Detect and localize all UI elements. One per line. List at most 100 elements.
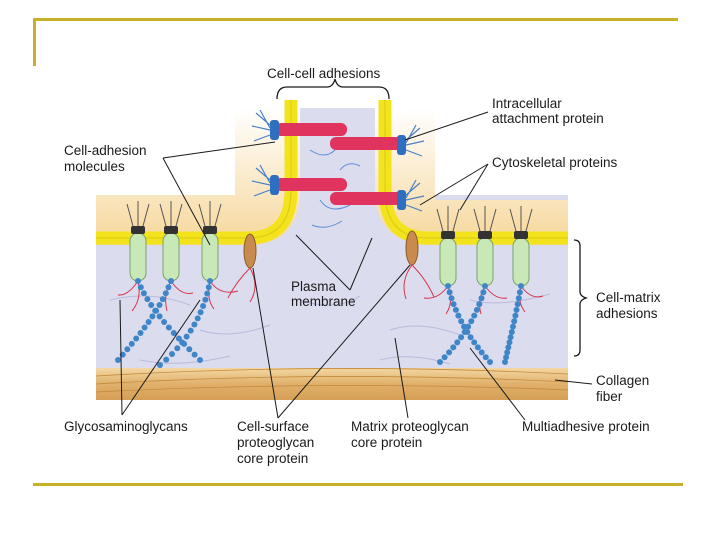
- gag-bead: [128, 340, 135, 347]
- label-cell-adhesion-molecules-1: Cell-adhesion: [64, 143, 147, 158]
- gag-bead: [504, 349, 511, 356]
- gag-bead: [191, 321, 198, 328]
- gag-bead: [445, 283, 451, 289]
- gag-bead: [168, 278, 174, 284]
- gag-bead: [458, 318, 465, 325]
- gag-bead: [169, 351, 175, 357]
- gag-bead: [135, 278, 141, 284]
- gag-bead: [163, 356, 170, 363]
- gag-bead: [156, 302, 163, 308]
- gag-bead: [450, 344, 457, 351]
- gag-bead: [518, 283, 524, 289]
- gag-bead: [514, 301, 521, 308]
- cell-matrix-integrins-right: [436, 206, 533, 287]
- gag-bead: [487, 359, 493, 365]
- gag-bead: [159, 296, 166, 303]
- gag-bead: [511, 318, 518, 325]
- gag-bead: [191, 351, 198, 358]
- gag-bead: [508, 329, 515, 335]
- gag-bead: [473, 306, 480, 313]
- gag-bead: [207, 278, 213, 284]
- label-multiadhesive-protein: Multiadhesive protein: [522, 419, 650, 434]
- gag-bead: [140, 290, 147, 297]
- gag-bead: [446, 289, 453, 296]
- gag-bead: [183, 333, 190, 340]
- gag-bead: [465, 323, 472, 330]
- gag-bead: [204, 290, 211, 297]
- gag-bead: [448, 295, 455, 302]
- gag-bead: [476, 301, 483, 308]
- gag-bead: [165, 284, 172, 291]
- frame-bottom-line: [33, 483, 683, 486]
- label-cell-matrix-adhesions-2: adhesions: [596, 306, 658, 321]
- gag-bead: [512, 312, 519, 319]
- gag-bead: [474, 344, 481, 351]
- gag-bead: [478, 295, 485, 302]
- gag-bead: [515, 295, 522, 302]
- gag-bead: [458, 334, 465, 341]
- gag-bead: [482, 283, 488, 289]
- gag-bead: [502, 359, 508, 365]
- frame-left-line: [33, 18, 36, 66]
- label-plasma-membrane-1: Plasma: [291, 279, 337, 294]
- frame-top-line: [33, 18, 678, 21]
- gag-bead: [452, 306, 459, 313]
- gag-bead: [507, 334, 514, 341]
- gag-bead: [455, 312, 462, 319]
- gag-bead: [179, 339, 186, 346]
- gag-bead: [441, 354, 448, 361]
- label-cell-surface-proteoglycan-3: core protein: [237, 451, 309, 466]
- left-cell-cytoplasm: [96, 108, 300, 245]
- intercellular-fibers: [309, 149, 361, 228]
- gag-bead: [187, 327, 194, 334]
- gag-bead: [482, 354, 489, 361]
- gag-bead: [437, 359, 443, 365]
- gag-bead: [197, 357, 203, 363]
- label-cytoskeletal-proteins: Cytoskeletal proteins: [492, 155, 618, 170]
- gag-bead: [446, 349, 453, 356]
- gag-bead: [175, 335, 182, 342]
- gag-bead: [467, 334, 474, 341]
- gag-bead: [480, 289, 487, 296]
- label-matrix-proteoglycan-1: Matrix proteoglycan: [351, 419, 469, 434]
- gag-bead: [471, 339, 478, 346]
- label-matrix-proteoglycan-2: core protein: [351, 435, 423, 450]
- gag-bead: [461, 329, 468, 335]
- label-cell-matrix-adhesions-1: Cell-matrix: [596, 290, 661, 305]
- gag-bead: [115, 357, 121, 363]
- gag-bead: [513, 306, 520, 313]
- gag-bead: [165, 324, 172, 331]
- gag-bead: [516, 289, 523, 296]
- cell-cell-adhesion-molecules: [275, 123, 402, 205]
- label-plasma-membrane-2: membrane: [291, 294, 356, 309]
- label-cell-adhesion-molecules-2: molecules: [64, 159, 125, 174]
- right-cell-cytoplasm: [375, 108, 568, 245]
- gag-bead: [145, 319, 152, 325]
- gag-bead: [510, 323, 516, 330]
- gag-bead: [137, 330, 144, 336]
- label-glycosaminoglycans: Glycosaminoglycans: [64, 419, 188, 434]
- gag-bead: [194, 315, 201, 322]
- label-cell-surface-proteoglycan-1: Cell-surface: [237, 419, 310, 434]
- label-cell-cell-adhesions: Cell-cell adhesions: [267, 66, 381, 81]
- gag-bead: [202, 296, 209, 303]
- gag-bead: [471, 312, 478, 319]
- leader-lines: [119, 78, 593, 421]
- gag-bead: [124, 346, 131, 353]
- label-intracellular-attachment-protein-2: attachment protein: [492, 111, 604, 126]
- gag-bead: [161, 319, 168, 325]
- gag-bead: [133, 335, 140, 342]
- gag-bead: [156, 313, 163, 320]
- label-cell-surface-proteoglycan-2: proteoglycan: [237, 435, 315, 450]
- intracellular-attachment-proteins: [270, 120, 406, 210]
- label-intracellular-attachment-protein-1: Intracellular: [492, 96, 562, 111]
- gag-bead: [148, 302, 155, 308]
- gag-bead: [186, 346, 193, 353]
- cytoskeletal-filaments: [251, 109, 425, 212]
- gag-bead: [506, 339, 513, 346]
- gag-bead: [478, 349, 485, 356]
- gag-bead: [141, 324, 148, 331]
- gag-bead: [174, 345, 181, 352]
